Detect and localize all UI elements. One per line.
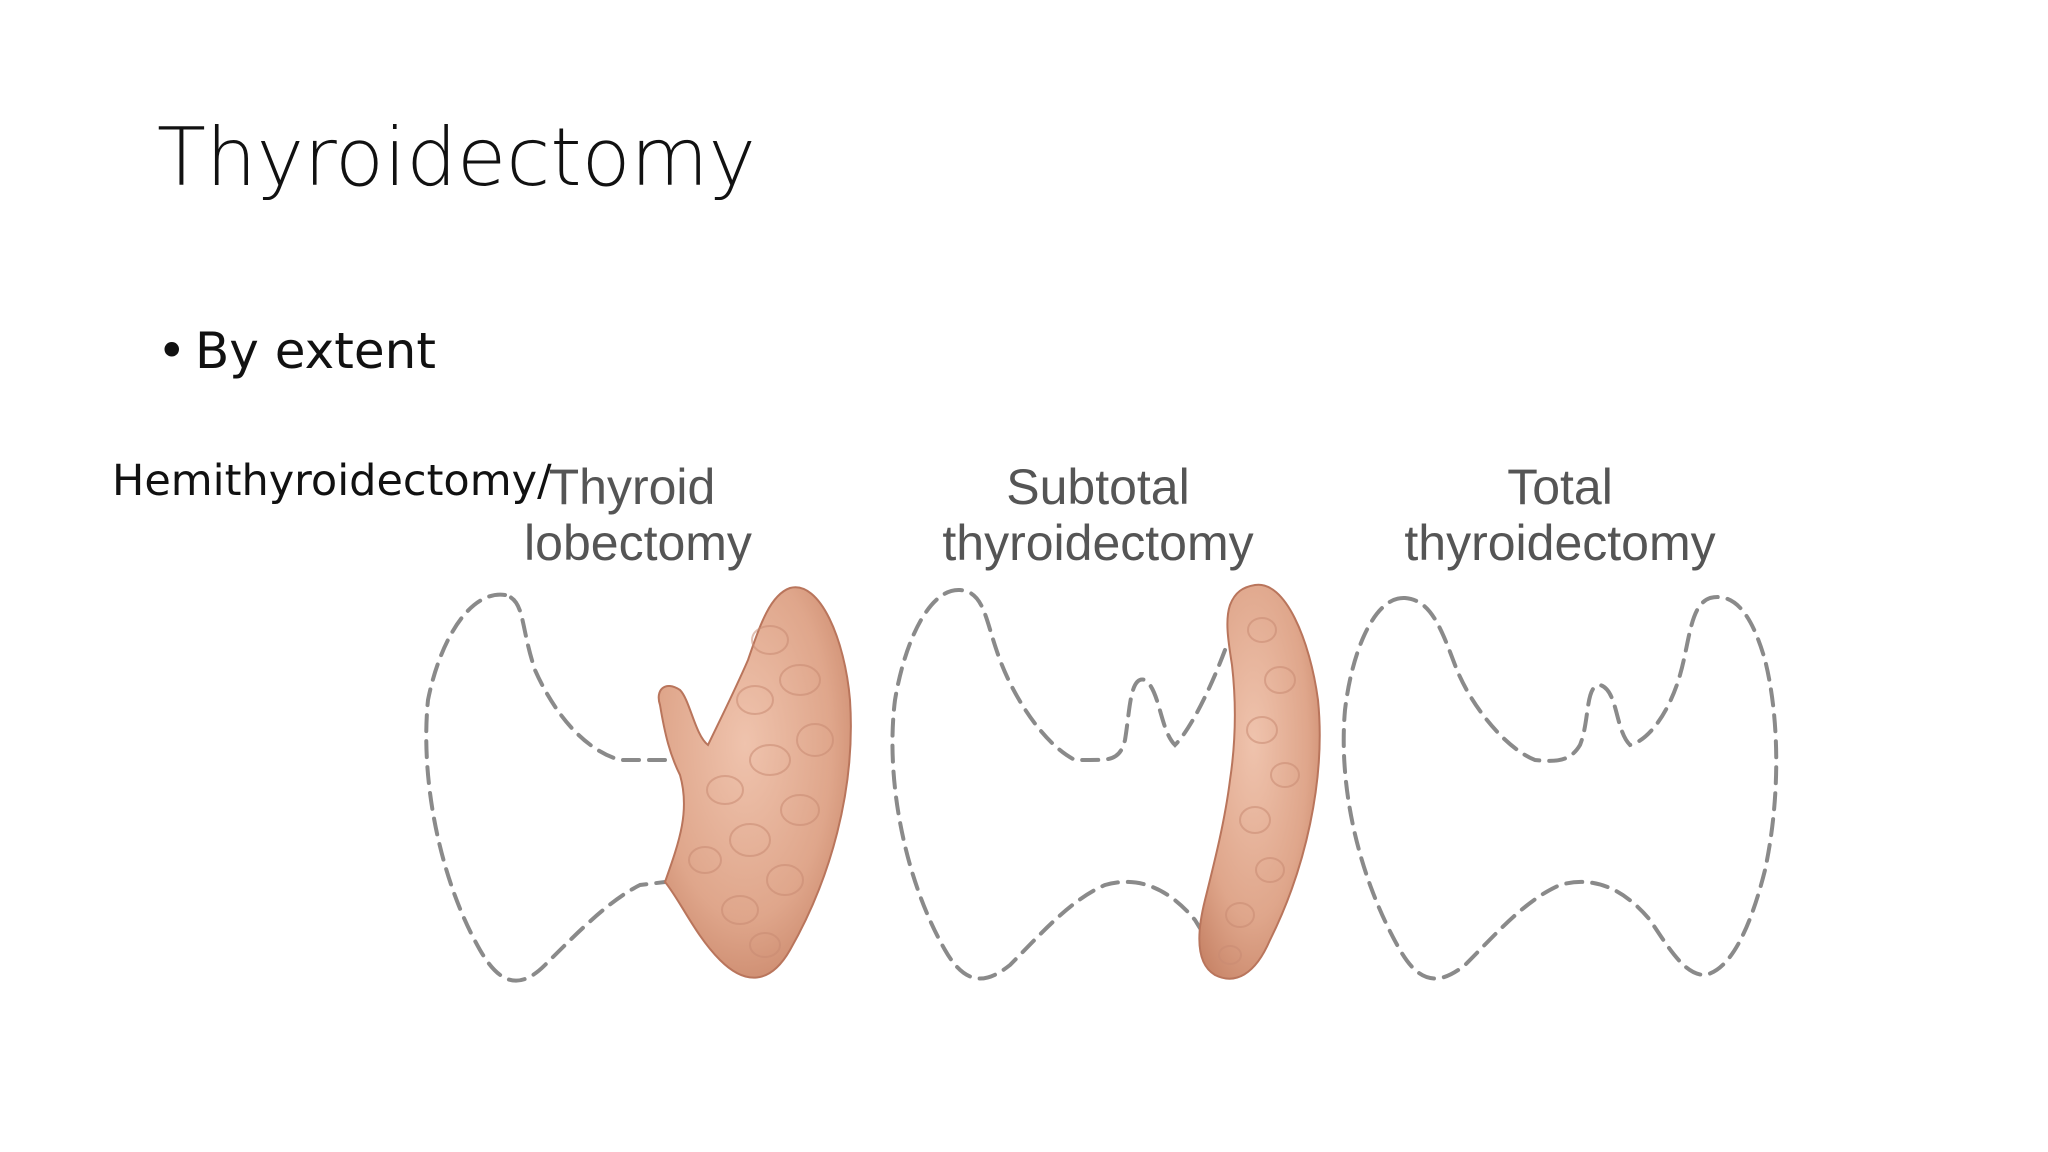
bullet-marker: • (157, 322, 187, 380)
panel-1-label-line1: Thyroid (549, 459, 716, 515)
remaining-lobe-remnant (1198, 583, 1321, 980)
removed-lobe-outline (424, 592, 667, 983)
hemithyroidectomy-label: Hemithyroidectomy/ (112, 456, 552, 506)
panel-3-label-line2: thyroidectomy (1404, 515, 1715, 571)
panel-2-label-line1: Subtotal (1006, 459, 1189, 515)
panel-3-label-line1: Total (1507, 459, 1613, 515)
panel-2-label-line2: thyroidectomy (942, 515, 1253, 571)
panel-subtotal: Subtotal thyroidectomy (890, 459, 1321, 981)
panel-lobectomy: Thyroid lobectomy (424, 459, 852, 983)
bullet-text: By extent (195, 322, 436, 380)
panel-1-label-line2: lobectomy (524, 515, 752, 571)
slide-title: Thyroidectomy (157, 111, 756, 204)
remnant-texture (1218, 617, 1300, 965)
removed-gland-outline (890, 587, 1242, 981)
panel-total: Total thyroidectomy (1341, 459, 1779, 981)
bullet-item: •By extent (157, 326, 436, 376)
total-removed-gland-outline (1341, 595, 1779, 981)
remaining-lobe-texture (688, 625, 834, 958)
